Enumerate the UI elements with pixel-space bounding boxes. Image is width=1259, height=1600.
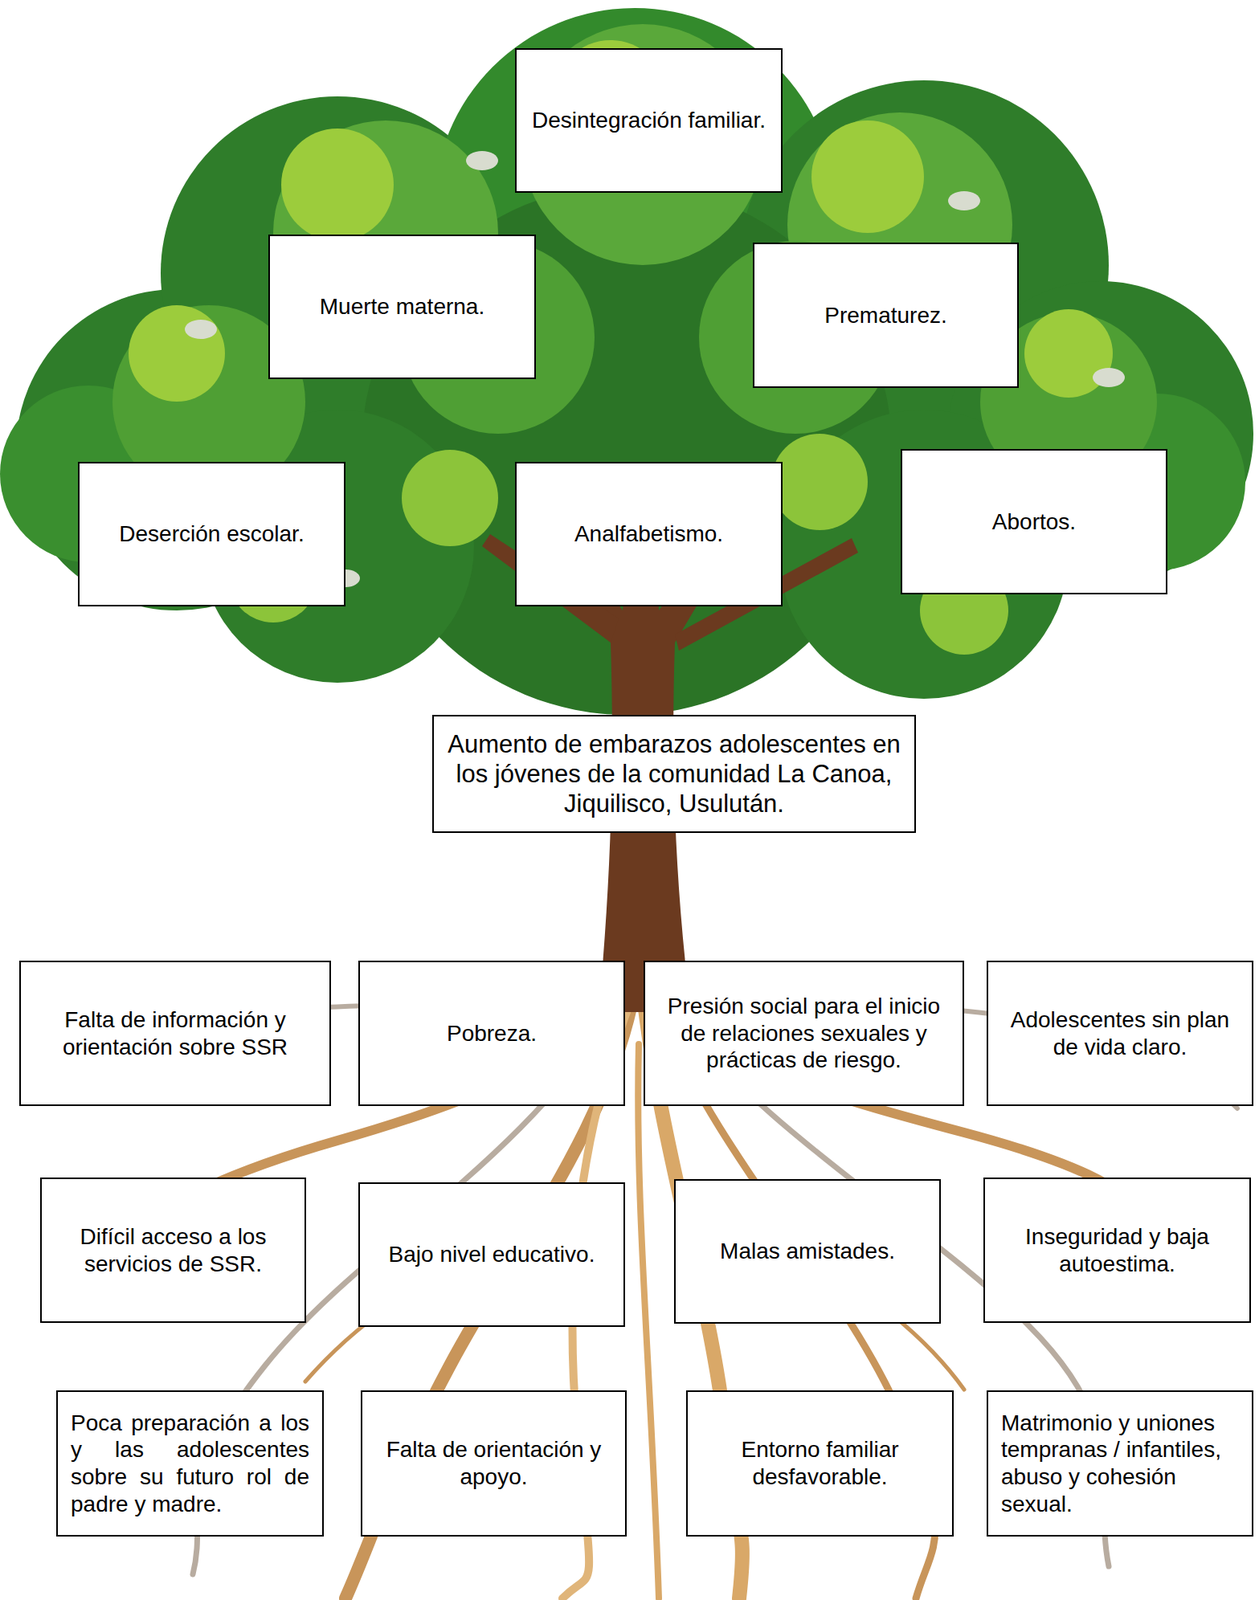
- effect-box: Deserción escolar.: [77, 461, 346, 607]
- box-text: Muerte materna.: [282, 293, 522, 321]
- box-text: Abortos.: [915, 508, 1153, 536]
- effect-box: Prematurez.: [752, 242, 1019, 389]
- cause-box: Inseguridad y baja autoestima.: [983, 1177, 1251, 1324]
- box-text: Poca preparación a los y las adolescente…: [70, 1410, 310, 1518]
- box-text: Deserción escolar.: [92, 520, 332, 548]
- box-text: Inseguridad y baja autoestima.: [997, 1223, 1237, 1278]
- cause-box: Difícil acceso a los servicios de SSR.: [40, 1177, 307, 1324]
- box-text: Adolescentes sin plan de vida claro.: [1001, 1006, 1239, 1061]
- effect-box: Abortos.: [900, 449, 1168, 595]
- box-text: Falta de información y orientación sobre…: [33, 1006, 317, 1061]
- cause-box: Adolescentes sin plan de vida claro.: [986, 960, 1254, 1107]
- box-text: Prematurez.: [767, 302, 1005, 330]
- box-text: Entorno familiar desfavorable.: [700, 1436, 940, 1491]
- box-text: Matrimonio y uniones tempranas / infanti…: [1001, 1410, 1239, 1518]
- cause-box: Falta de orientación y apoyo.: [360, 1390, 627, 1537]
- cause-box: Poca preparación a los y las adolescente…: [56, 1390, 324, 1537]
- box-text: Presión social para el inicio de relacio…: [658, 993, 950, 1075]
- box-text: Falta de orientación y apoyo.: [375, 1436, 613, 1491]
- box-text: Aumento de embarazos adolescentes en los…: [446, 729, 902, 820]
- cause-box: Bajo nivel educativo.: [358, 1182, 626, 1328]
- cause-box: Entorno familiar desfavorable.: [686, 1390, 954, 1537]
- box-text: Malas amistades.: [688, 1238, 927, 1266]
- cause-box: Malas amistades.: [674, 1179, 941, 1325]
- problem-box: Aumento de embarazos adolescentes en los…: [432, 715, 916, 834]
- effect-box: Analfabetismo.: [515, 461, 783, 607]
- cause-box: Pobreza.: [358, 960, 626, 1107]
- effect-box: Muerte materna.: [268, 234, 536, 380]
- box-text: Analfabetismo.: [529, 520, 769, 548]
- cause-box: Falta de información y orientación sobre…: [19, 960, 332, 1107]
- cause-box: Presión social para el inicio de relacio…: [643, 960, 965, 1107]
- effect-box: Desintegración familiar.: [515, 48, 783, 193]
- box-text: Difícil acceso a los servicios de SSR.: [54, 1223, 292, 1278]
- cause-box: Matrimonio y uniones tempranas / infanti…: [986, 1390, 1254, 1537]
- box-text: Pobreza.: [372, 1020, 611, 1048]
- box-text: Desintegración familiar.: [529, 106, 769, 135]
- box-text: Bajo nivel educativo.: [372, 1241, 611, 1269]
